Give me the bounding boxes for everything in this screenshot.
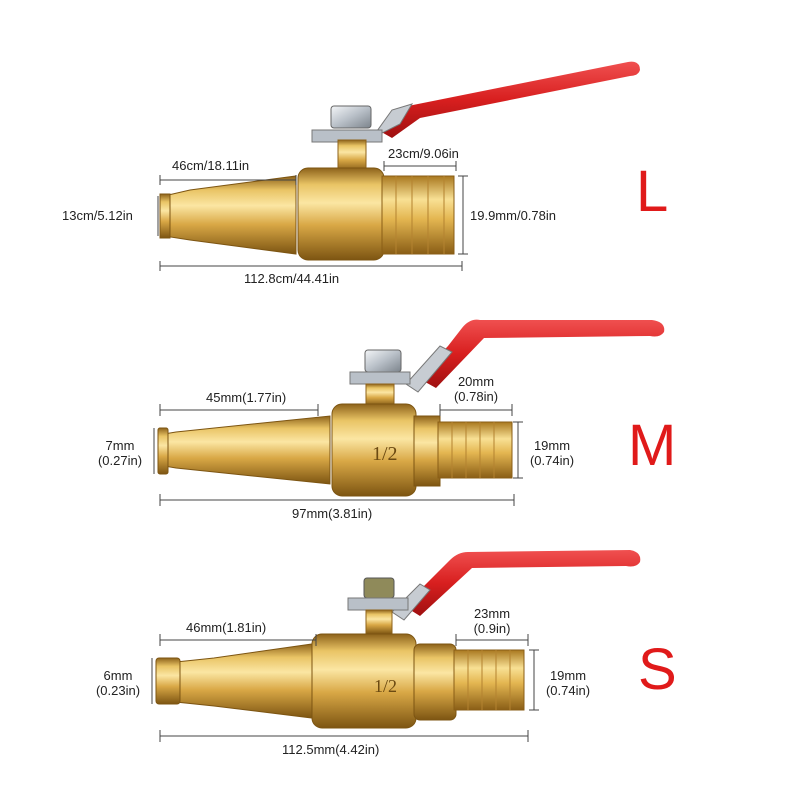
barb-diameter-label: 19.9mm/0.78in: [470, 208, 556, 223]
product-m: 1/2 45mm(1.77in) 20mm (0.78in) 7mm (0.27…: [0, 0, 800, 521]
barb-length-label: 20mm (0.78in): [446, 374, 506, 404]
dimension-lines: [153, 404, 523, 506]
barb-length-in: (0.9in): [473, 621, 511, 636]
nozzle-length-label: 46mm(1.81in): [186, 620, 267, 635]
hose-barb: [437, 421, 513, 479]
hose-barb: [381, 175, 455, 255]
valve-handle: [378, 61, 640, 138]
barb-diameter-label: 19mm (0.74in): [522, 438, 582, 468]
valve-body: [311, 633, 417, 729]
barb-length-label: 23cm/9.06in: [388, 146, 459, 161]
nozzle-length-label: 46cm/18.11in: [172, 158, 250, 173]
size-letter-m: M: [628, 413, 677, 478]
valve-nut: [330, 105, 372, 129]
barb-diameter-in: (0.74in): [545, 683, 591, 698]
valve-handle: [404, 550, 641, 616]
valve-illustration-l: [157, 61, 640, 271]
product-l: 46cm/18.11in 23cm/9.06in 13cm/5.12in 19.…: [0, 0, 800, 286]
product-s: 1/2 46mm(1.81in) 23mm (0.9in) 6mm (0.23i…: [0, 0, 800, 757]
barb-length-mm: 23mm: [473, 606, 511, 621]
valve-handle: [418, 319, 665, 388]
barb-diameter-mm: 19mm: [549, 668, 587, 683]
barb-length-label: 23mm (0.9in): [462, 606, 522, 636]
barb-diameter-label: 19mm (0.74in): [538, 668, 598, 698]
nozzle-length-label: 45mm(1.77in): [206, 390, 287, 405]
total-length-label: 112.8cm/44.41in: [244, 271, 340, 286]
barb-diameter-in: (0.74in): [529, 453, 575, 468]
tip-diameter-in: (0.23in): [95, 683, 141, 698]
tip-diameter-label: 13cm/5.12in: [62, 208, 133, 223]
barb-length-in: (0.78in): [453, 389, 499, 404]
size-letter-l: L: [636, 159, 669, 224]
barb-diameter-mm: 19mm: [533, 438, 571, 453]
dimension-lines: [157, 161, 468, 271]
barb-length-mm: 20mm: [457, 374, 495, 389]
tip-diameter-in: (0.27in): [97, 453, 143, 468]
valve-nut: [363, 577, 395, 599]
tip-diameter-mm: 6mm: [103, 668, 133, 683]
tip-diameter-label: 6mm (0.23in): [88, 668, 148, 698]
size-letter-s: S: [638, 637, 677, 702]
total-length-label: 97mm(3.81in): [292, 506, 373, 521]
body-marking: 1/2: [372, 443, 398, 465]
dimension-lines: [151, 634, 539, 742]
body-marking: 1/2: [374, 676, 397, 696]
total-length-label: 112.5mm(4.42in): [282, 742, 380, 757]
hose-barb: [453, 649, 525, 711]
tip-diameter-mm: 7mm: [105, 438, 135, 453]
tip-diameter-label: 7mm (0.27in): [90, 438, 150, 468]
nozzle: [175, 643, 313, 719]
